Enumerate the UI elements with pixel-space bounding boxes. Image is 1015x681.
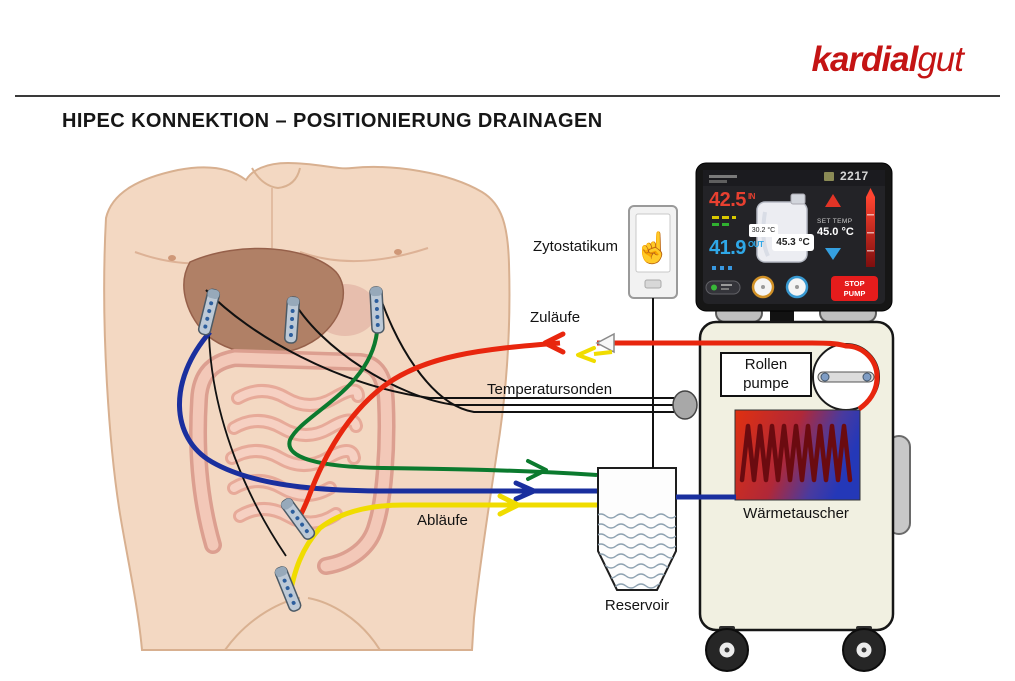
catheter-5	[274, 566, 302, 612]
catheter-1	[197, 288, 221, 336]
temp-out-value: 41.9	[709, 237, 746, 259]
injection-stub	[593, 350, 613, 356]
pump-roller-dot-left	[820, 372, 830, 382]
temp-out-unit: OUT	[747, 240, 764, 249]
alarm-down-triangle-icon	[825, 248, 841, 260]
dial-button-right	[785, 275, 809, 299]
inflow-line-machine	[597, 340, 880, 412]
nipple-left	[168, 255, 176, 261]
probe-line-2	[290, 296, 674, 406]
logo-kardial: kardial	[811, 40, 918, 79]
temp-slider	[866, 188, 875, 267]
temp-in-value: 42.5	[709, 189, 746, 211]
large-intestine	[189, 348, 396, 575]
blue-drain-line	[177, 330, 597, 494]
wheel-right	[842, 628, 886, 672]
probe-line-3	[376, 286, 674, 413]
patient-illustration	[103, 161, 511, 651]
green-drain-line	[287, 331, 598, 477]
alarm-up-triangle-icon	[825, 194, 841, 207]
monitor-header-text-line1	[709, 175, 737, 178]
groin-line-right	[307, 597, 381, 651]
chest-line-right	[299, 247, 429, 263]
logo: kardialgut	[811, 40, 964, 80]
label-temperatursonden: Temperatursonden	[487, 381, 613, 398]
monitor-set-temp-label: SET TEMP	[817, 218, 853, 225]
label-waermetauscher: Wärmetauscher	[743, 505, 849, 522]
catheter-2	[283, 296, 301, 344]
liver	[183, 247, 344, 355]
injection-arrow	[576, 346, 596, 363]
heat-exchanger-coil	[739, 423, 853, 483]
monitor-header-text-line2	[709, 180, 727, 183]
zyto-screen	[635, 213, 671, 273]
inflow-arrow	[542, 331, 566, 355]
probe-connector	[672, 390, 698, 420]
monitor-top-strip	[703, 170, 885, 186]
blue-drain-arrow	[513, 480, 537, 502]
neck-line	[251, 167, 301, 190]
injection-connector	[595, 332, 615, 354]
monitor-dash-indicators	[712, 216, 736, 270]
reservoir-shape	[597, 467, 677, 591]
nipple-right	[394, 249, 402, 255]
label-reservoir: Reservoir	[604, 597, 670, 614]
temp-in-unit: IN	[747, 192, 756, 201]
monitor-device-number: 2217	[840, 169, 869, 183]
zyto-button	[644, 279, 662, 289]
power-pill	[705, 280, 741, 295]
hand-icon: ☝	[634, 229, 671, 266]
catheter-4	[280, 498, 316, 540]
dial-button-left	[751, 275, 775, 299]
wheel-left	[705, 628, 749, 672]
inflow-line-patient	[296, 340, 561, 520]
catheters	[197, 286, 385, 612]
monitor-temp-aux: 30.2 °C	[749, 224, 778, 237]
logo-gut: gut	[917, 40, 964, 79]
zytostatikum-device: ☝	[628, 205, 678, 299]
label-rollen-pumpe: Rollen pumpe	[720, 352, 812, 397]
outflow-line	[286, 502, 597, 601]
monitor-status-icon	[824, 172, 834, 181]
label-zytostatikum: Zytostatikum	[532, 238, 618, 255]
outflow-arrow	[497, 493, 521, 517]
hipec-machine	[698, 303, 911, 672]
reservoir-container	[597, 467, 677, 591]
label-ablaeufe: Abläufe	[417, 512, 468, 529]
monitor-set-temp-value: 45.0 °C	[817, 226, 854, 238]
green-drain-arrow	[526, 459, 548, 481]
label-zulaeufe: Zuläufe	[530, 309, 581, 326]
tubing	[177, 286, 880, 601]
probe-line-1	[205, 289, 674, 399]
page-title: HIPEC KONNEKTION – POSITIONIERUNG DRAINA…	[62, 110, 603, 132]
pump-roller-bar	[817, 371, 875, 383]
probe-line-4	[208, 334, 287, 557]
pump-roller-dot-right	[862, 372, 872, 382]
catheter-3	[369, 286, 385, 334]
stop-pump-button: STOP PUMP	[831, 276, 878, 301]
monitor-temp-bath: 45.3 °C	[772, 234, 814, 251]
header-rule	[15, 95, 1000, 97]
heat-exchanger	[734, 409, 861, 501]
